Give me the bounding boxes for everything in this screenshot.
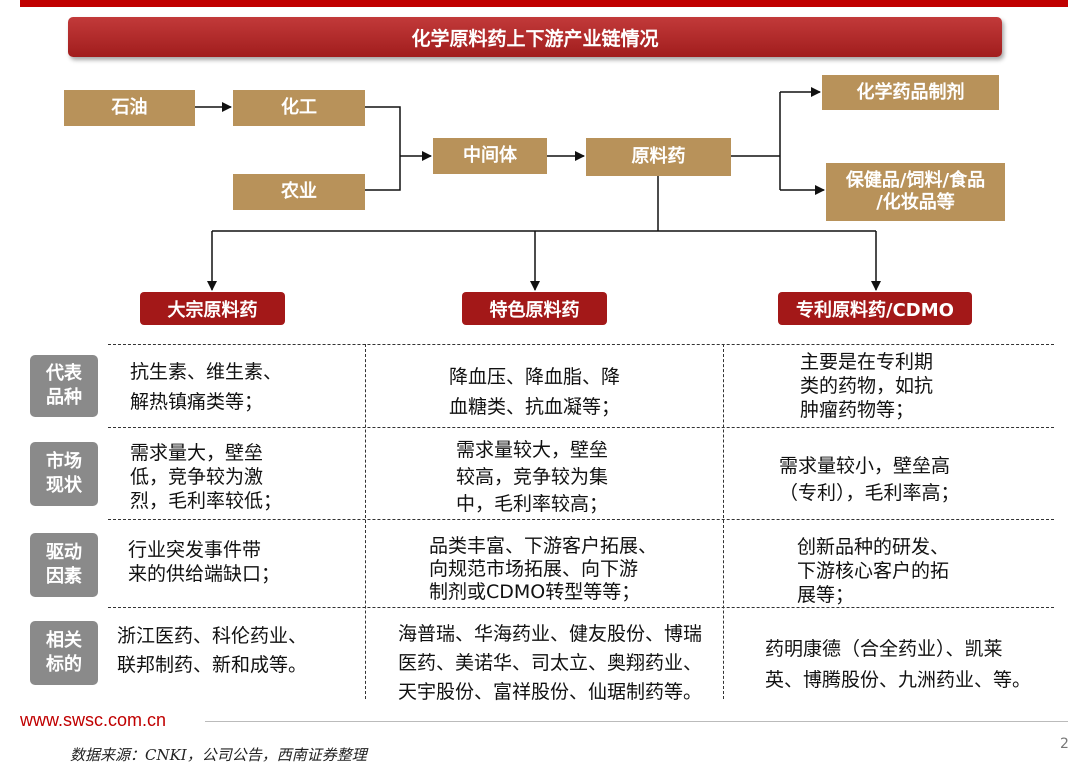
node-health-line1: 保健品/饲料/食品 xyxy=(845,170,986,191)
cell-patent-drivers: 创新品种的研发、 下游核心客户的拓 展等； xyxy=(797,535,949,607)
top-accent-bar xyxy=(20,0,1068,7)
category-patent-api-cdmo: 专利原料药/CDMO xyxy=(778,292,972,325)
cell-line: 低，竞争较为激 xyxy=(130,466,264,488)
cell-line: （专利），毛利率高； xyxy=(779,482,960,504)
cell-line: 品类丰富、下游客户拓展、 xyxy=(429,535,658,557)
cell-line: 需求量较大，壁垒 xyxy=(456,439,609,461)
row-label-text: 相关 xyxy=(46,630,82,651)
cell-bulk-stocks: 浙江医药、科伦药业、 联邦制药、新和成等。 xyxy=(117,622,307,680)
table-column-divider xyxy=(365,344,366,699)
cell-line: 需求量大，壁垒 xyxy=(130,442,264,464)
row-label-text: 因素 xyxy=(46,566,82,587)
cell-line: 英、博腾股份、九洲药业、等。 xyxy=(765,669,1032,691)
merge-bracket xyxy=(365,106,401,191)
footer-divider xyxy=(205,721,1068,722)
table-divider xyxy=(108,607,1054,608)
node-chemical: 化工 xyxy=(233,90,365,126)
cell-specialty-stocks: 海普瑞、华海药业、健友股份、博瑞 医药、美诺华、司太立、奥翔药业、 天宇股份、富… xyxy=(398,620,702,707)
row-label-text: 市场 xyxy=(46,451,82,472)
cell-line: 向规范市场拓展、向下游 xyxy=(429,558,639,580)
cell-line: 行业突发事件带 xyxy=(128,539,262,561)
table-divider xyxy=(108,519,1054,520)
cell-line: 较高，竞争较为集 xyxy=(456,466,609,488)
category-bulk-api: 大宗原料药 xyxy=(140,292,285,325)
row-label-text: 代表 xyxy=(46,363,82,384)
node-api: 原料药 xyxy=(586,138,731,176)
table-divider xyxy=(108,427,1054,428)
category-specialty-api: 特色原料药 xyxy=(462,292,607,325)
cell-specialty-varieties: 降血压、降血脂、降 血糖类、抗血凝等； xyxy=(449,362,620,422)
cell-patent-varieties: 主要是在专利期 类的药物，如抗 肿瘤药物等； xyxy=(800,350,933,422)
cell-line: 天宇股份、富祥股份、仙琚制药等。 xyxy=(398,681,703,703)
cell-line: 主要是在专利期 xyxy=(800,351,934,373)
table-divider xyxy=(108,344,1054,345)
cell-specialty-drivers: 品类丰富、下游客户拓展、 向规范市场拓展、向下游 制剂或CDMO转型等等； xyxy=(429,535,657,604)
cell-line: 下游核心客户的拓 xyxy=(797,560,950,582)
node-petroleum: 石油 xyxy=(64,90,195,126)
cell-patent-stocks: 药明康德（合全药业）、凯莱 英、博腾股份、九洲药业、等。 xyxy=(765,634,1031,696)
node-intermediate: 中间体 xyxy=(433,138,547,174)
cell-line: 海普瑞、华海药业、健友股份、博瑞 xyxy=(398,623,703,645)
node-formulation: 化学药品制剂 xyxy=(822,75,999,110)
cell-line: 血糖类、抗血凝等； xyxy=(449,396,621,418)
cell-line: 医药、美诺华、司太立、奥翔药业、 xyxy=(398,652,703,674)
cell-line: 抗生素、维生素、 xyxy=(130,361,283,383)
row-label-text: 品种 xyxy=(46,387,82,408)
cell-line: 解热镇痛类等； xyxy=(130,391,264,413)
node-health-line2: /化妆品等 xyxy=(876,192,955,213)
cell-line: 烈，毛利率较低； xyxy=(130,490,283,512)
footer-website-link[interactable]: www.swsc.com.cn xyxy=(20,710,167,730)
cell-line: 药明康德（合全药业）、凯莱 xyxy=(765,638,1003,660)
table-column-divider xyxy=(723,344,724,699)
cell-line: 浙江医药、科伦药业、 xyxy=(117,625,308,647)
node-health-products: 保健品/饲料/食品 /化妆品等 xyxy=(826,163,1005,221)
row-label-text: 驱动 xyxy=(46,542,82,563)
cell-line: 中，毛利率较高； xyxy=(456,493,609,515)
cell-line: 降血压、降血脂、降 xyxy=(449,366,621,388)
cell-bulk-market: 需求量大，壁垒 低，竞争较为激 烈，毛利率较低； xyxy=(130,441,282,513)
page-title: 化学原料药上下游产业链情况 xyxy=(68,17,1002,57)
cell-patent-market: 需求量较小，壁垒高 （专利），毛利率高； xyxy=(779,453,960,507)
row-label-text: 现状 xyxy=(46,475,82,496)
cell-line: 展等； xyxy=(797,584,855,606)
cell-specialty-market: 需求量较大，壁垒 较高，竞争较为集 中，毛利率较高； xyxy=(456,437,608,518)
cell-line: 创新品种的研发、 xyxy=(797,536,950,558)
cell-line: 需求量较小，壁垒高 xyxy=(779,455,951,477)
row-label-driving-factors: 驱动 因素 xyxy=(30,533,98,597)
page-number: 2 xyxy=(1060,736,1069,752)
cell-line: 制剂或CDMO转型等等； xyxy=(429,581,641,603)
row-label-market-status: 市场 现状 xyxy=(30,442,98,506)
row-label-representative-varieties: 代表 品种 xyxy=(30,355,98,417)
node-agriculture: 农业 xyxy=(233,174,365,210)
cell-bulk-drivers: 行业突发事件带 来的供给端缺口； xyxy=(128,538,280,586)
cell-line: 来的供给端缺口； xyxy=(128,563,281,585)
cell-line: 联邦制药、新和成等。 xyxy=(117,654,308,676)
data-source-note: 数据来源：CNKI，公司公告，西南证券整理 xyxy=(70,746,367,764)
row-label-text: 标的 xyxy=(46,654,82,675)
cell-bulk-varieties: 抗生素、维生素、 解热镇痛类等； xyxy=(130,357,282,417)
cell-line: 类的药物，如抗 xyxy=(800,375,934,397)
row-label-related-stocks: 相关 标的 xyxy=(30,621,98,685)
cell-line: 肿瘤药物等； xyxy=(800,399,915,421)
